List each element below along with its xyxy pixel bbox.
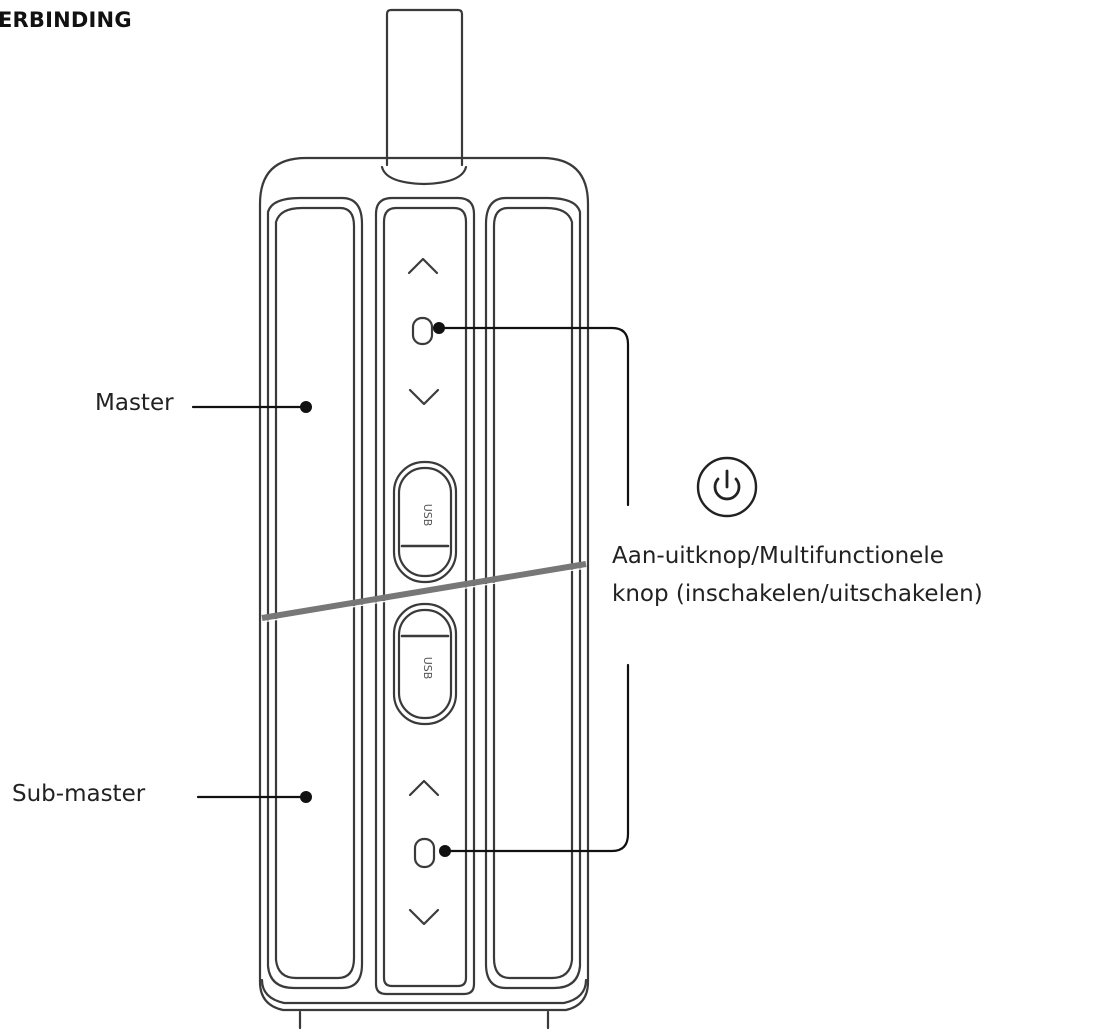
master-function-button [411,316,434,346]
master-chevron-down-icon [408,388,440,406]
sub-master-button-leader-dot [439,845,451,857]
speaker-body [258,156,590,1030]
sub-master-chevron-up-icon [408,779,440,797]
sub-master-label: Sub-master [12,781,146,807]
master-usb-text: USB [421,504,434,527]
sub-master-chevron-down-icon [408,908,440,926]
master-leader-dot [300,401,312,413]
speaker-seam-highlight [261,567,587,623]
carry-strap [380,8,468,186]
power-button-label: Aan-uitknop/Multifunctionele knop (insch… [612,537,983,613]
left-grille-panel [266,196,364,990]
sub-master-leader-dot [300,791,312,803]
master-usb-cover [392,460,458,584]
speaker-seam [261,561,587,621]
power-icon [696,456,758,518]
master-button-leader-dot [433,322,445,334]
sub-master-function-button [413,837,436,869]
section-title: ERBINDING [0,8,132,32]
master-label: Master [95,390,174,416]
power-leader-lower [443,663,630,853]
sub-master-usb-cover [392,602,458,726]
control-strip [374,196,476,996]
right-grille-panel [484,196,582,990]
master-chevron-up-icon [407,257,439,275]
sub-master-usb-text: USB [421,657,434,680]
power-leader-upper [438,326,630,507]
power-button-label-line1: Aan-uitknop/Multifunctionele [612,543,944,569]
power-button-label-line2: knop (inschakelen/uitschakelen) [612,581,983,607]
